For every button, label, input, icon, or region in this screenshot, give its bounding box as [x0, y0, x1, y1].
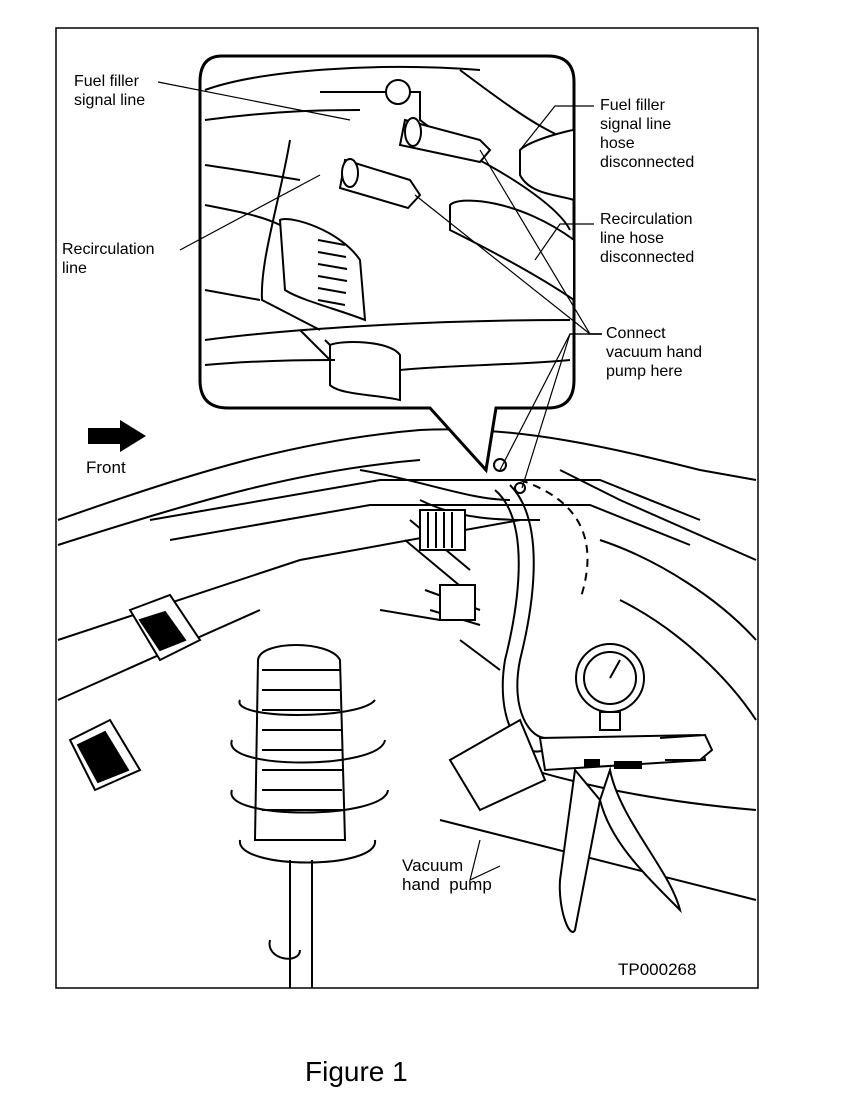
main-illustration: [57, 428, 757, 988]
vacuum-hand-pump-icon: [538, 643, 714, 933]
label-connect-pump: Connect vacuum hand pump here: [606, 325, 703, 380]
label-recirculation-hose-disconnected: Recirculation line hose disconnected: [600, 211, 695, 266]
leader-lines: [157, 81, 602, 882]
label-fuel-filler-hose-disconnected: Fuel filler signal line hose disconnecte…: [600, 97, 695, 171]
label-front: Front: [86, 458, 126, 477]
front-arrow-icon: [88, 420, 146, 452]
label-fuel-filler-signal-line: Fuel filler signal line: [74, 73, 146, 109]
label-recirculation-line: Recirculation line: [62, 241, 155, 277]
label-vacuum-hand-pump: Vacuum hand pump: [402, 856, 492, 894]
figure-caption: Figure 1: [305, 1056, 408, 1087]
inset-illustration: [204, 65, 575, 402]
figure-code: TP000268: [618, 960, 697, 979]
figure-border: [55, 27, 759, 989]
